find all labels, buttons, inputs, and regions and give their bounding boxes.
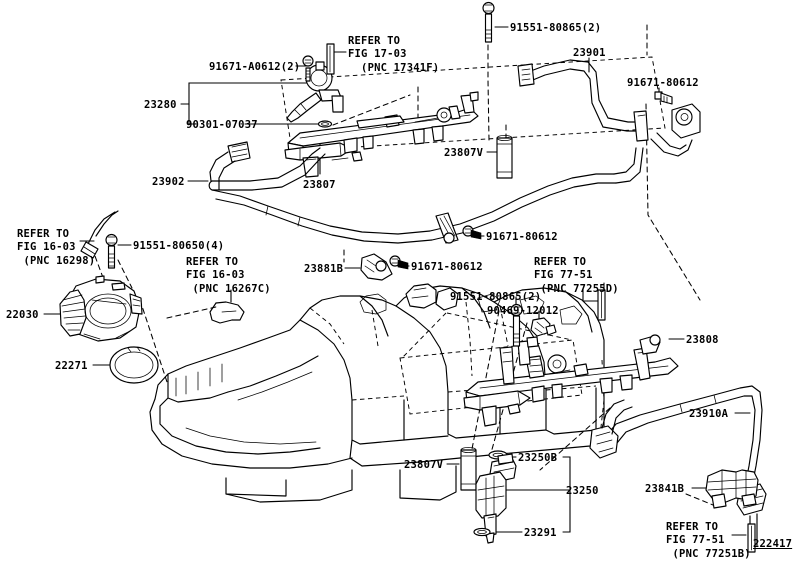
label-23280: 23280 [144, 99, 177, 111]
label-23881B: 23881B [304, 263, 344, 275]
label-23902: 23902 [152, 176, 185, 188]
part-23807-fuel-delivery-pipe [284, 91, 479, 178]
label-91671-A0612: 91671-A0612(2) [209, 61, 301, 73]
part-22030-throttle-body [59, 275, 143, 342]
part-22271-gasket [109, 346, 159, 384]
label-23250B: 23250B [518, 452, 558, 464]
diagram-id: 222417 [753, 538, 793, 550]
label-90469-12012: 90469-12012 [487, 305, 559, 317]
label-91551-80865-low: 91551-80865(2) [450, 291, 542, 303]
label-90301-07037: 90301-07037 [186, 119, 258, 131]
label-23807: 23807 [303, 179, 336, 191]
label-refer-fig-77-51-77255D: REFER TO FIG 77-51 (PNC 77255D) [534, 256, 619, 295]
pipe-stub-fig-17-03 [326, 43, 335, 75]
label-91671-80612-mid: 91671-80612 [411, 261, 483, 273]
label-refer-fig-16-03-16298: REFER TO FIG 16-03 (PNC 16298) [17, 228, 96, 267]
bolt-91551-80865-lower [510, 304, 523, 347]
part-23807V-damper-top [496, 135, 513, 179]
clamp-upper-on-hose [435, 212, 459, 244]
bolt-91551-80650 [105, 234, 118, 269]
label-91551-80650: 91551-80650(4) [133, 240, 225, 252]
label-refer-fig-16-03-16267C: REFER TO FIG 16-03 (PNC 16267C) [186, 256, 271, 295]
label-23807V-low: 23807V [404, 459, 444, 471]
bolt-91671-A0612 [302, 55, 314, 82]
label-refer-fig-77-51-77251B: REFER TO FIG 77-51 (PNC 77251B) [666, 521, 751, 560]
part-23881B-clamp [360, 253, 393, 281]
bolt-91671-80612-right [654, 91, 673, 105]
pipe-stub-fig-77-51-77251B [747, 523, 756, 553]
label-91671-80612-right: 91671-80612 [627, 77, 699, 89]
part-23902-fuel-hose [208, 141, 644, 244]
bolt-91671-80612-mid [389, 255, 409, 270]
pipe-stub-fig-77-51-77255D [597, 289, 606, 321]
part-23807V-damper-lower [460, 447, 477, 491]
label-91551-80865-top: 91551-80865(2) [510, 22, 602, 34]
bolt-91551-80865-top [482, 2, 495, 43]
label-91671-80612-mid-upper: 91671-80612 [486, 231, 558, 243]
label-22271: 22271 [55, 360, 88, 372]
part-23280-regulator [286, 61, 344, 128]
label-23291: 23291 [524, 527, 557, 539]
part-23808-fuel-delivery-pipe [463, 334, 679, 427]
label-23901: 23901 [573, 47, 606, 59]
label-23910A: 23910A [689, 408, 729, 420]
label-23841B: 23841B [645, 483, 685, 495]
label-23807V-top: 23807V [444, 147, 484, 159]
label-22030: 22030 [6, 309, 39, 321]
label-23808: 23808 [686, 334, 719, 346]
part-90469-12012-clip [530, 317, 557, 337]
part-23901-fuel-pipe [517, 59, 701, 157]
label-23250: 23250 [566, 485, 599, 497]
hose-stub-fig-16-03-16298 [80, 210, 119, 259]
hose-stub-fig-16-03-16267C [209, 301, 245, 324]
part-23841B-connector [705, 469, 759, 509]
bolt-91671-80612-mid-upper [462, 225, 482, 240]
label-refer-fig-17-03: REFER TO FIG 17-03 (PNC 17341F) [348, 35, 440, 74]
part-23250-injector [473, 450, 517, 544]
